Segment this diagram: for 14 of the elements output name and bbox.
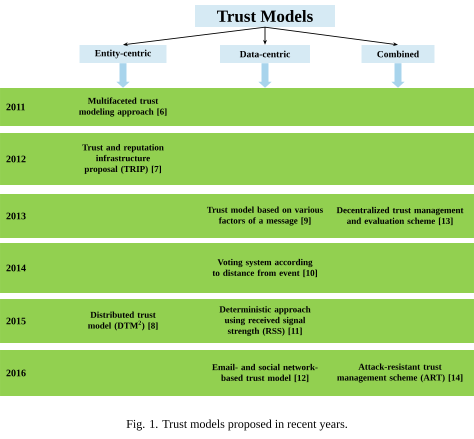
model-label: Attack-resistant trust management scheme (ART) [14] (337, 363, 462, 383)
category-box: Combined (362, 45, 434, 63)
model-label: Trust and reputation infrastructure proposal (TRIP) [7] (82, 144, 164, 174)
model-label: Voting system according to distance from event [10] (212, 258, 317, 278)
category-box: Data-centric (220, 45, 310, 63)
title-box: Trust Models (195, 5, 335, 27)
model-label: Decentralized trust management and evaluation scheme [13] (336, 206, 464, 226)
caption: Fig. 1. Trust models proposed in recent years. (126, 420, 347, 430)
model-label: Distributed trust model (DTM$^{2}$) [8] (88, 312, 158, 330)
category-box: Entity-centric (80, 45, 166, 63)
model-label: Multifaceted trust modeling approach [6] (79, 97, 166, 117)
model-label: Email- and social network-based trust model [12] (212, 364, 318, 382)
model-label: Trust model based on various factors of a message [9] (206, 206, 323, 226)
model-label: Deterministic approach using received signal strength (RSS) [11] (220, 306, 311, 336)
